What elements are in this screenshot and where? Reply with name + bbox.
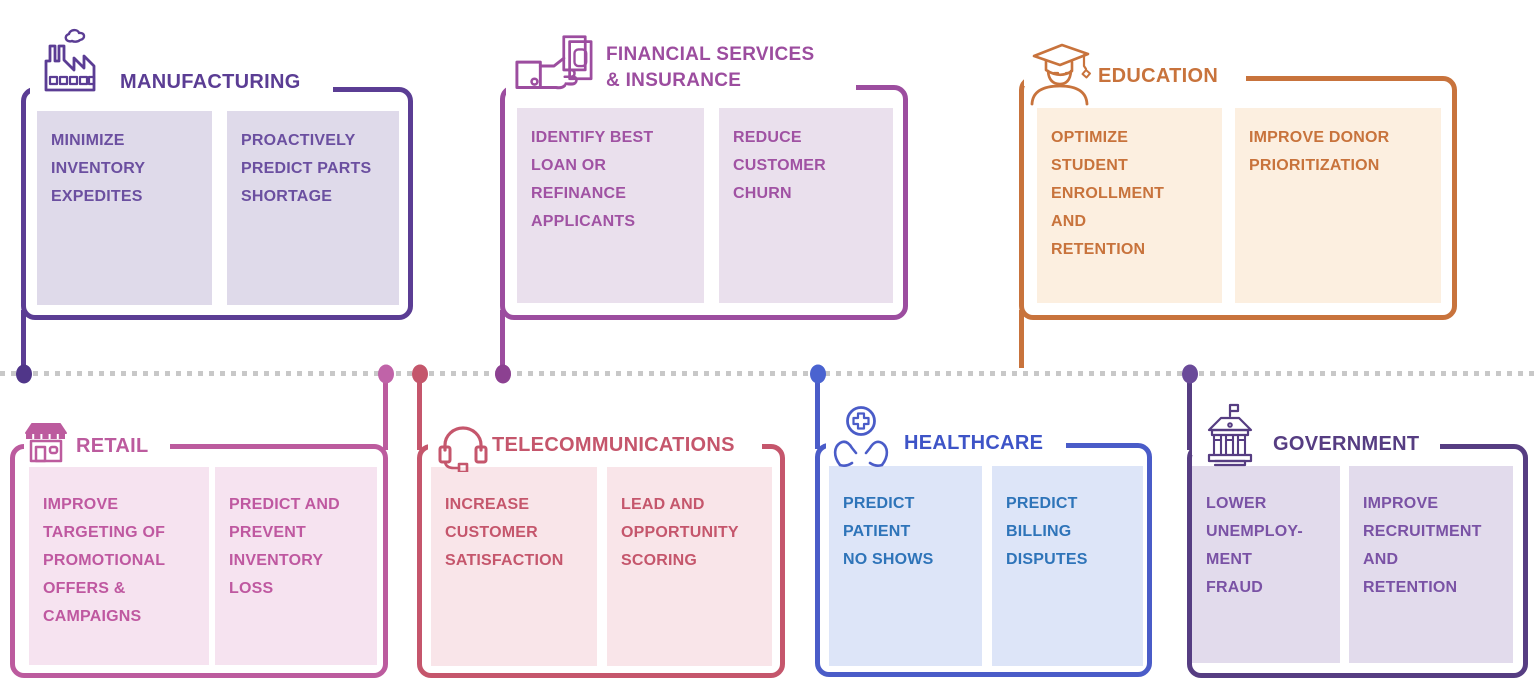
timeline-dot xyxy=(16,364,32,384)
timeline-dot xyxy=(412,364,428,384)
use-case-card: PREDICT AND PREVENT INVENTORY LOSS xyxy=(215,467,377,665)
money-hand-icon xyxy=(513,32,595,102)
header-mask xyxy=(428,438,762,455)
header-mask xyxy=(1024,70,1246,86)
use-case-card: REDUCE CUSTOMER CHURN xyxy=(719,108,893,303)
timeline-dot xyxy=(495,364,511,384)
industry-title: TELECOMMUNICATIONS xyxy=(492,434,735,456)
use-case-card: MINIMIZE INVENTORY EXPEDITES xyxy=(37,111,212,305)
use-case-card: PREDICT BILLING DISPUTES xyxy=(992,466,1143,666)
industry-title: RETAIL xyxy=(76,435,149,457)
timeline-connector xyxy=(383,374,388,450)
use-case-card: IDENTIFY BEST LOAN OR REFINANCE APPLICAN… xyxy=(517,108,704,303)
industry-title: HEALTHCARE xyxy=(904,432,1044,454)
use-case-card: IMPROVE TARGETING OF PROMOTIONAL OFFERS … xyxy=(29,467,209,665)
industry-title: GOVERNMENT xyxy=(1273,433,1420,455)
timeline-dotted-line xyxy=(0,371,1536,376)
use-case-card: LEAD AND OPPORTUNITY SCORING xyxy=(607,467,772,666)
graduate-icon xyxy=(1026,32,1092,108)
use-case-card: PREDICT PATIENT NO SHOWS xyxy=(829,466,982,666)
header-mask xyxy=(506,78,856,95)
use-case-card: OPTIMIZE STUDENT ENROLLMENT AND RETENTIO… xyxy=(1037,108,1222,303)
timeline-connector xyxy=(21,310,26,367)
use-case-card: IMPROVE DONOR PRIORITIZATION xyxy=(1235,108,1441,303)
timeline-dot xyxy=(1182,364,1198,384)
storefront-icon xyxy=(23,422,69,464)
hands-medical-cross-icon xyxy=(831,404,891,468)
header-mask xyxy=(30,80,333,98)
industry-title: MANUFACTURING xyxy=(120,71,301,93)
timeline-connector xyxy=(500,310,505,367)
factory-icon xyxy=(34,28,108,102)
use-case-card: INCREASE CUSTOMER SATISFACTION xyxy=(431,467,597,666)
use-case-card: IMPROVE RECRUITMENT AND RETENTION xyxy=(1349,466,1513,663)
use-case-card: LOWER UNEMPLOY- MENT FRAUD xyxy=(1192,466,1340,663)
timeline-connector xyxy=(1187,374,1192,450)
use-case-card: PROACTIVELY PREDICT PARTS SHORTAGE xyxy=(227,111,399,305)
timeline-connector xyxy=(417,374,422,450)
industry-title: EDUCATION xyxy=(1098,65,1219,87)
timeline-connector xyxy=(1019,310,1024,368)
timeline-dot xyxy=(378,364,394,384)
headset-icon xyxy=(436,420,490,472)
header-mask xyxy=(1192,438,1440,455)
industry-title: FINANCIAL SERVICES & INSURANCE xyxy=(606,44,815,91)
timeline-connector xyxy=(815,374,820,449)
timeline-dot xyxy=(810,364,826,384)
industry-frame xyxy=(10,444,388,678)
government-building-icon xyxy=(1197,399,1263,469)
